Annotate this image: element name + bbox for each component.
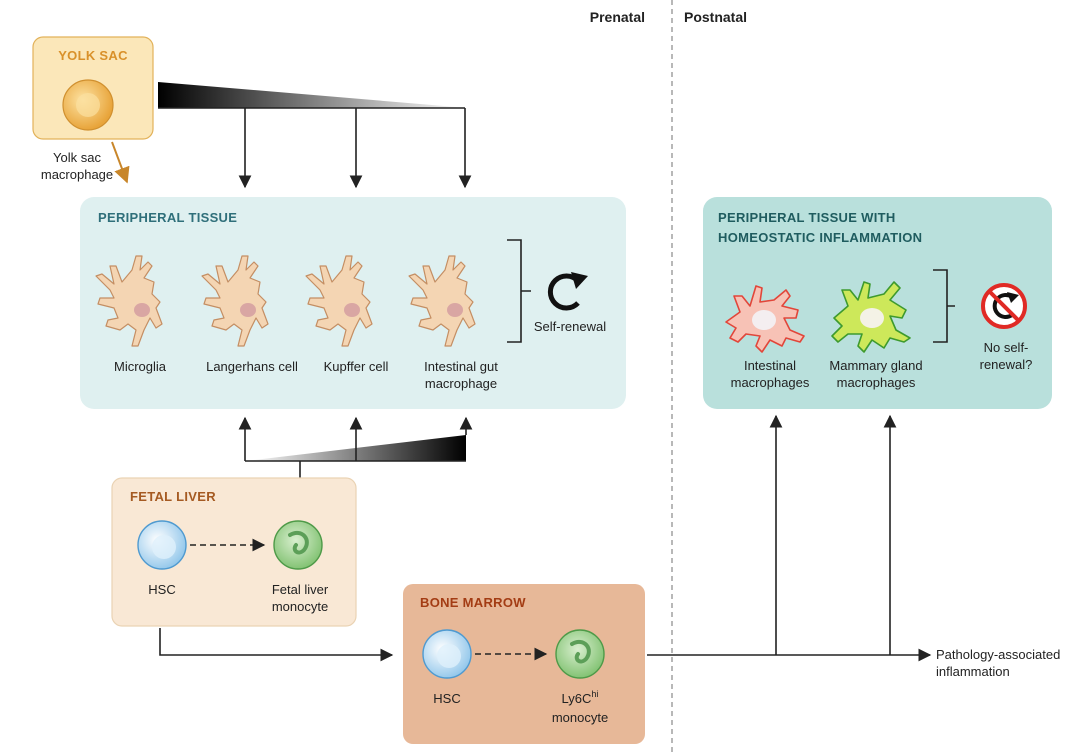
fetal-liver-to-bone-marrow-arrow	[159, 628, 394, 662]
yolk-sac-arrow	[111, 141, 130, 184]
fetal-liver-to-tissue-arrows	[238, 416, 473, 478]
bone-marrow-output-arrows	[647, 414, 932, 662]
postnatal-label: Postnatal	[684, 9, 747, 25]
mammary-gland-label-1: Mammary gland	[829, 358, 922, 373]
intestinal-gut-label-1: Intestinal gut	[424, 359, 498, 374]
bone-marrow-hsc-cell	[422, 629, 472, 679]
langerhans-label: Langerhans cell	[206, 359, 298, 374]
inflamed-bracket	[933, 269, 955, 343]
pathology-label-1: Pathology-associated	[936, 647, 1060, 662]
recycle-arrow-icon	[547, 272, 588, 311]
mammary-gland-label-2: macrophages	[837, 375, 916, 390]
kupffer-label: Kupffer cell	[324, 359, 389, 374]
fetal-liver-monocyte-cell	[273, 520, 323, 570]
bone-marrow-monocyte-cell	[555, 629, 605, 679]
intestinal-macrophages-label-2: macrophages	[731, 375, 810, 390]
bone-marrow-title: BONE MARROW	[420, 595, 526, 610]
fetal-liver-box: FETAL LIVER	[111, 477, 357, 627]
fetal-liver-title: FETAL LIVER	[130, 489, 216, 504]
yolk-sac-to-tissue-arrows	[158, 107, 472, 189]
yolk-sac-title: YOLK SAC	[58, 48, 128, 63]
bone-marrow-monocyte-label-2: monocyte	[552, 710, 608, 725]
pathology-label-2: inflammation	[936, 664, 1010, 679]
peripheral-tissue-title: PERIPHERAL TISSUE	[98, 210, 237, 225]
tissue-bracket	[507, 239, 531, 343]
yolk-sac-macrophage-label-2: macrophage	[41, 167, 113, 182]
inflamed-tissue-title-1: PERIPHERAL TISSUE WITH	[718, 210, 896, 225]
yolk-sac-macrophage-label-1: Yolk sac	[53, 150, 101, 165]
microglia-label: Microglia	[114, 359, 167, 374]
no-self-renewal-label-2: renewal?	[980, 357, 1033, 372]
intestinal-macrophage-cell	[725, 285, 805, 353]
bone-marrow-hsc-label: HSC	[433, 691, 460, 706]
bone-marrow-monocyte-label-1: Ly6Chi	[562, 689, 599, 706]
prenatal-label: Prenatal	[590, 9, 645, 25]
fetal-liver-monocyte-label-2: monocyte	[272, 599, 328, 614]
fetal-liver-monocyte-label-1: Fetal liver	[272, 582, 329, 597]
intestinal-macrophages-label-1: Intestinal	[744, 358, 796, 373]
intestinal-gut-label-2: macrophage	[425, 376, 497, 391]
inflamed-tissue-title-2: HOMEOSTATIC INFLAMMATION	[718, 230, 922, 245]
mammary-gland-macrophage-cell	[831, 281, 911, 353]
yolk-sac-box: YOLK SAC	[32, 36, 154, 140]
fetal-liver-hsc-cell	[137, 520, 187, 570]
bone-marrow-box: BONE MARROW	[403, 584, 645, 744]
yolk-sac-contribution-wedge	[158, 82, 468, 108]
no-self-renewal-icon	[981, 283, 1027, 329]
fetal-liver-hsc-label: HSC	[148, 582, 175, 597]
no-self-renewal-label-1: No self-	[984, 340, 1029, 355]
self-renewal-label: Self-renewal	[534, 319, 606, 334]
